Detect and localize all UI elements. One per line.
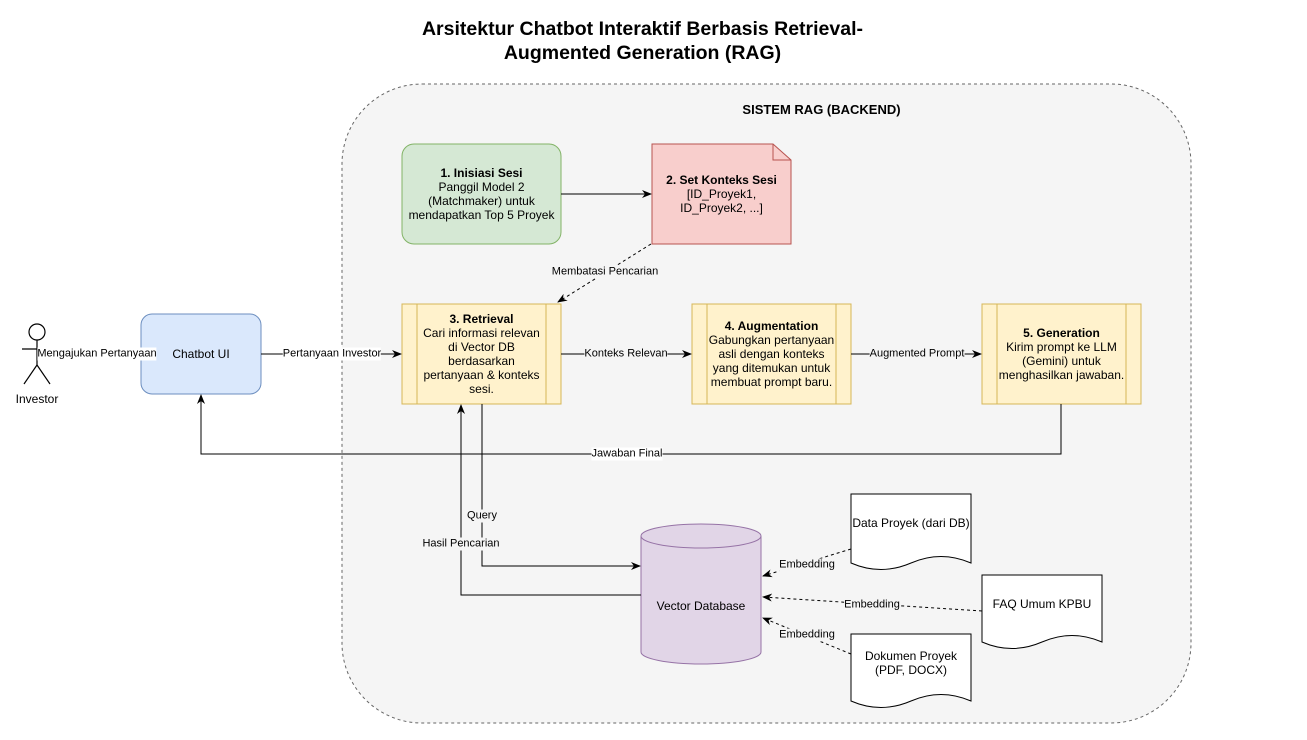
- edge-label-limit: Membatasi Pencarian: [551, 265, 659, 279]
- set-context-line: [ID_Proyek1,: [686, 187, 757, 201]
- edge-label-embedding-data: Embedding: [779, 558, 835, 572]
- retrieval-line: pertanyaan & konteks: [423, 368, 540, 382]
- dokumen-proyek-line: Dokumen Proyek: [864, 649, 958, 663]
- vector-db-label: Vector Database: [656, 599, 746, 613]
- augmentation-line: asli dengan konteks: [718, 347, 825, 361]
- retrieval-line: berdasarkan: [448, 354, 515, 368]
- investor-actor-icon: [22, 323, 52, 385]
- edge-label-final: Jawaban Final: [591, 447, 663, 461]
- chatbot-ui-node: Chatbot UI: [141, 314, 261, 394]
- faq-document: [981, 574, 1103, 649]
- diagram-title-line-1: Arsitektur Chatbot Interaktif Berbasis R…: [421, 18, 864, 40]
- system-label: SISTEM RAG (BACKEND): [742, 102, 901, 117]
- data-proyek-label: Data Proyek (dari DB): [852, 516, 970, 530]
- set-context-note: [651, 143, 792, 245]
- augmentation-line: Gabungkan pertanyaan: [708, 333, 835, 347]
- investor-label: Investor: [15, 392, 59, 406]
- edge-label-results: Hasil Pencarian: [422, 537, 500, 551]
- augmentation-line: yang ditemukan untuk: [712, 361, 831, 375]
- augmentation-title: 4. Augmentation: [724, 319, 819, 333]
- diagram-title-line-2: Augmented Generation (RAG): [503, 42, 782, 64]
- retrieval-title: 3. Retrieval: [449, 312, 514, 326]
- dokumen-proyek-line: (PDF, DOCX): [875, 663, 947, 677]
- generation-title: 5. Generation: [1023, 326, 1100, 340]
- vector-db-cylinder: [640, 523, 762, 665]
- diagram-title: Arsitektur Chatbot Interaktif Berbasis R…: [350, 17, 935, 65]
- edge-label-context: Konteks Relevan: [584, 347, 668, 361]
- dokumen-proyek-document: [850, 633, 972, 708]
- generation-line: (Gemini) untuk: [1022, 354, 1101, 368]
- dokumen-proyek-node: Dokumen Proyek (PDF, DOCX): [851, 634, 971, 692]
- augmentation-node: 4. Augmentation Gabungkan pertanyaan asl…: [700, 304, 843, 404]
- edge-label-ask: Mengajukan Pertanyaan: [37, 347, 157, 361]
- augmentation-line: membuat prompt baru.: [710, 375, 833, 389]
- edge-label-query: Query: [467, 509, 497, 523]
- retrieval-node: 3. Retrieval Cari informasi relevan di V…: [417, 304, 546, 404]
- edge-label-embedding-faq: Embedding: [844, 598, 900, 612]
- edge-query: [481, 404, 641, 570]
- set-context-node: 2. Set Konteks Sesi [ID_Proyek1, ID_Proy…: [652, 144, 791, 244]
- retrieval-line: sesi.: [469, 382, 494, 396]
- edge-label-augmented: Augmented Prompt: [869, 347, 965, 361]
- generation-line: Kirim prompt ke LLM: [1006, 340, 1117, 354]
- faq-node: FAQ Umum KPBU: [982, 575, 1102, 633]
- edge-label-question: Pertanyaan Investor: [282, 347, 382, 361]
- init-session-title: 1. Inisiasi Sesi: [440, 166, 523, 180]
- edge-embedding-dokumen: [762, 617, 852, 655]
- retrieval-line: di Vector DB: [448, 340, 515, 354]
- faq-label: FAQ Umum KPBU: [992, 597, 1092, 611]
- set-context-title: 2. Set Konteks Sesi: [666, 173, 777, 187]
- generation-process-box: [981, 303, 1142, 405]
- retrieval-line: Cari informasi relevan: [423, 326, 540, 340]
- generation-line: menghasilkan jawaban.: [998, 368, 1125, 382]
- data-proyek-node: Data Proyek (dari DB): [851, 494, 971, 552]
- edge-label-embedding-dokumen: Embedding: [779, 628, 835, 642]
- init-session-line: Panggil Model 2: [438, 180, 525, 194]
- init-session-node: 1. Inisiasi Sesi Panggil Model 2 (Matchm…: [402, 144, 561, 244]
- init-session-line: mendapatkan Top 5 Proyek: [408, 208, 555, 222]
- generation-node: 5. Generation Kirim prompt ke LLM (Gemin…: [990, 304, 1133, 404]
- retrieval-process-box: [401, 303, 562, 405]
- set-context-line: ID_Proyek2, ...]: [680, 201, 763, 215]
- chatbot-ui-label: Chatbot UI: [172, 347, 230, 361]
- edge-results: [457, 404, 641, 596]
- augmentation-process-box: [691, 303, 852, 405]
- init-session-line: (Matchmaker) untuk: [428, 194, 535, 208]
- data-proyek-document: [850, 493, 972, 570]
- vector-db-node: Vector Database: [641, 548, 761, 664]
